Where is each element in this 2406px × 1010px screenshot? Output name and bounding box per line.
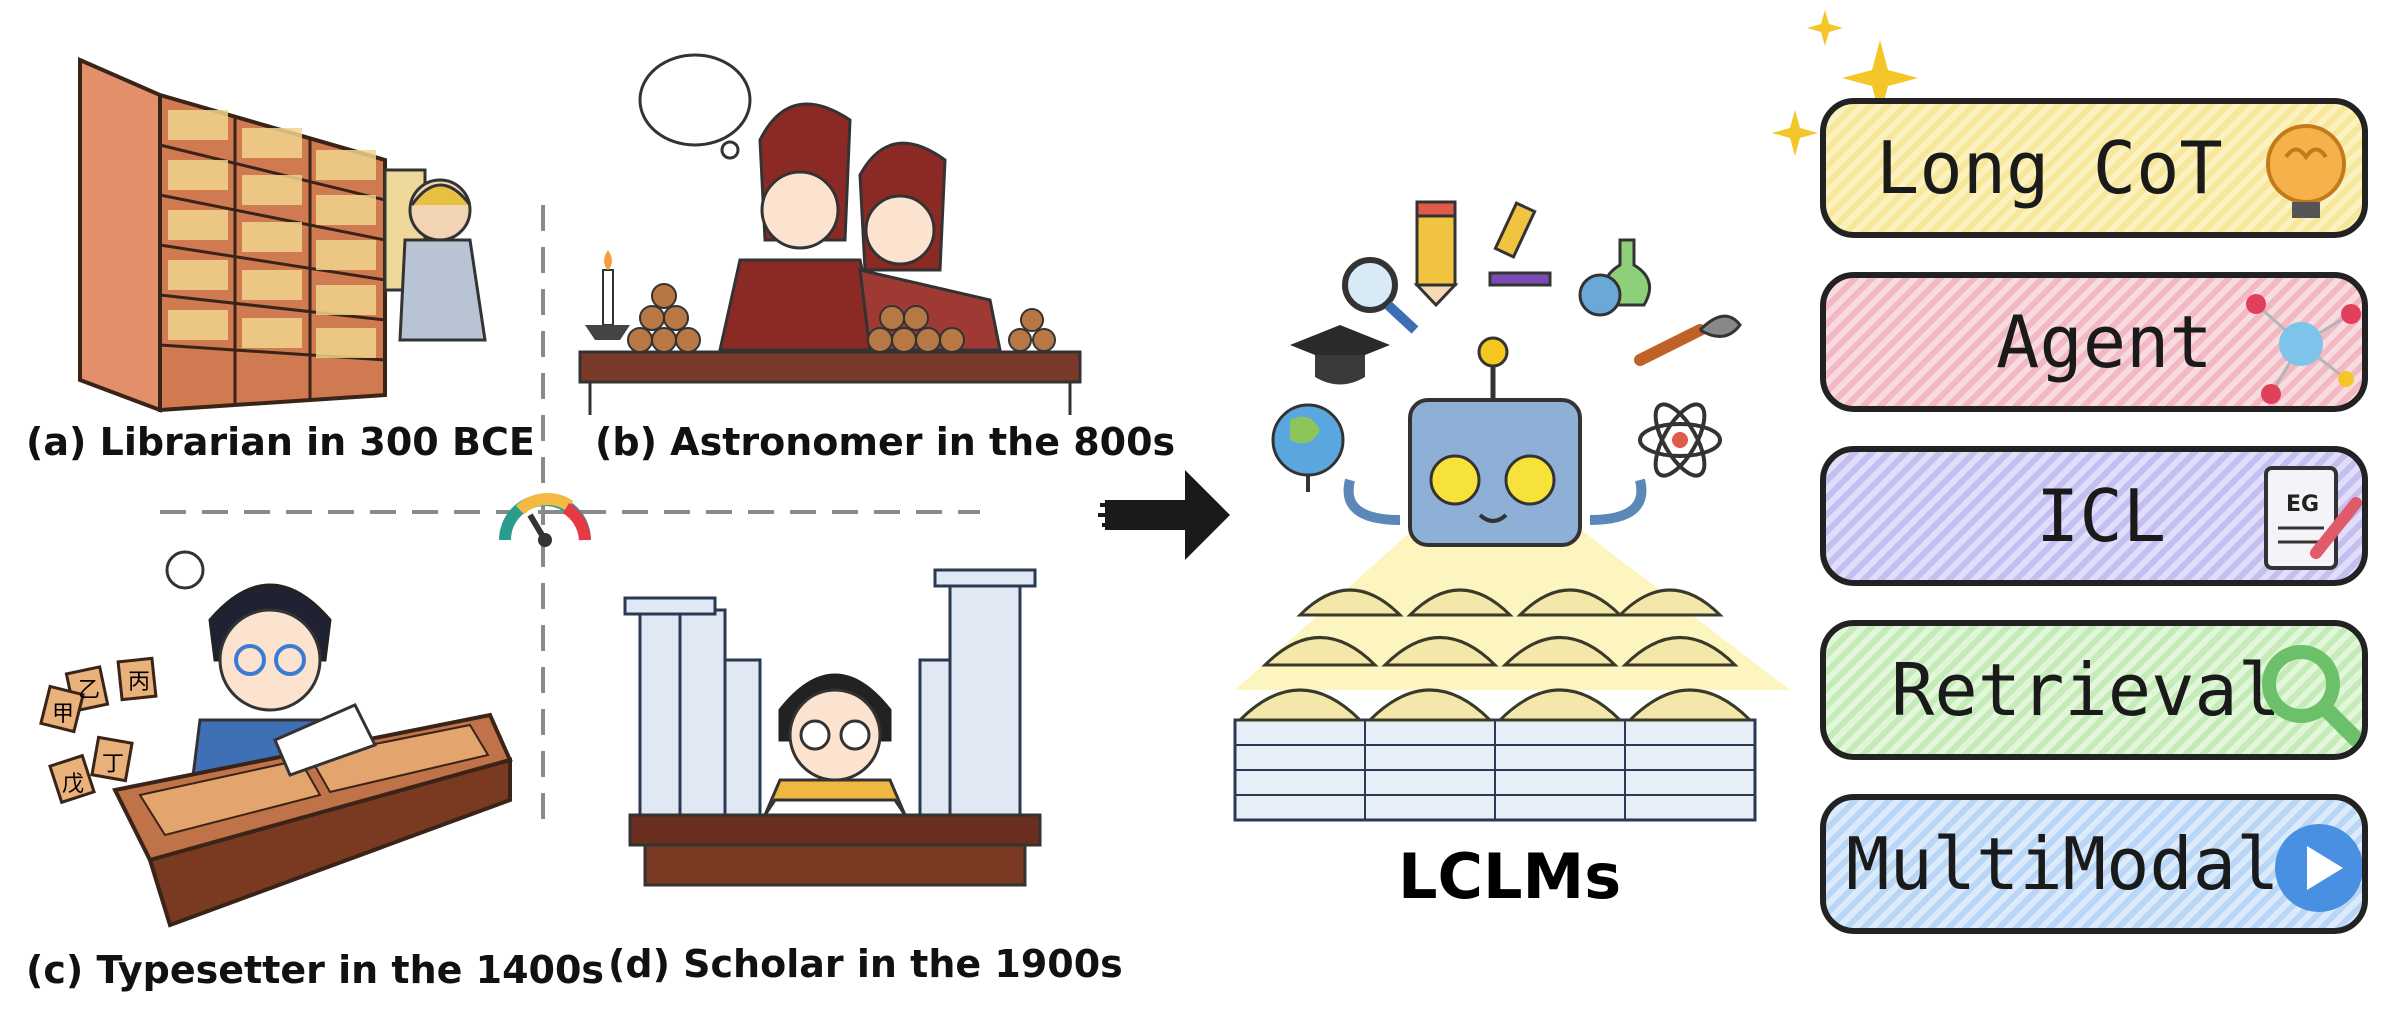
typesetter-illustration: [112, 550, 513, 928]
example-document-icon: [2264, 466, 2362, 570]
caption-scholar: (d) Scholar in the 1900s: [608, 942, 1123, 986]
type-block-5: 戊: [62, 772, 85, 797]
network-nodes-icon: [2246, 294, 2361, 404]
caption-astronomer: (b) Astronomer in the 800s: [595, 420, 1176, 464]
type-block-4: 丁: [102, 752, 125, 777]
astronomer-illustration: [578, 53, 1082, 415]
icl-badge-text: EG: [2286, 492, 2320, 517]
capability-label: MultiModal: [1846, 822, 2280, 906]
lclm-robot-illustration: [1233, 336, 1790, 822]
type-block-1: 乙: [78, 678, 101, 703]
microscope-icon: [1488, 201, 1552, 287]
type-block-3: 甲: [52, 702, 75, 727]
capability-label: Agent: [1996, 300, 2213, 384]
capability-long-cot: Long CoT: [1820, 98, 2368, 238]
play-button-icon: [2275, 824, 2362, 912]
paintbrush-icon: [1634, 314, 1742, 366]
capability-label: ICL: [2036, 474, 2167, 558]
capability-label: Retrieval: [1891, 648, 2282, 732]
capability-agent: Agent: [1820, 272, 2368, 412]
globe-icon: [1271, 403, 1345, 492]
graduation-cap-icon: [1290, 325, 1390, 385]
type-block-2: 丙: [128, 670, 151, 695]
caption-librarian: (a) Librarian in 300 BCE: [26, 420, 535, 464]
capability-icl: ICL EG: [1820, 446, 2368, 586]
scholar-illustration: [623, 568, 1042, 887]
potion-flask-icon: [1578, 238, 1652, 317]
capability-label: Long CoT: [1876, 126, 2223, 210]
atom-icon: [1638, 402, 1722, 478]
sparkle-icon: [1772, 10, 1918, 156]
lclms-label: LCLMs: [1398, 840, 1622, 913]
type-blocks: [39, 656, 158, 805]
arrow-right-icon: [1098, 470, 1230, 560]
capability-multimodal: MultiModal: [1820, 794, 2368, 934]
magnifier-icon: [1342, 257, 1419, 334]
brain-lightbulb-icon: [2266, 124, 2346, 218]
magnifier-icon: [2262, 645, 2362, 747]
librarian-illustration: [78, 56, 487, 413]
pencil-icon: [1413, 200, 1459, 308]
speed-gauge-icon: [499, 493, 591, 547]
capability-retrieval: Retrieval: [1820, 620, 2368, 760]
caption-typesetter: (c) Typesetter in the 1400s: [26, 948, 605, 992]
